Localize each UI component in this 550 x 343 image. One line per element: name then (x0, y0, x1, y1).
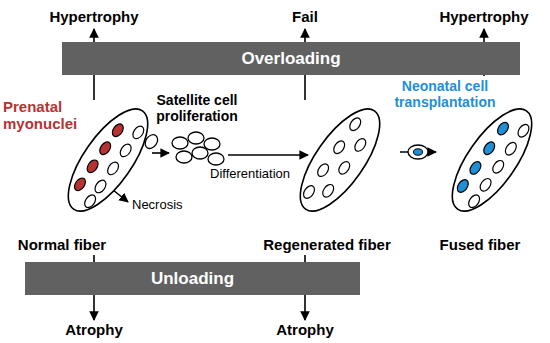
fiber-name: Regenerated fiber (263, 236, 391, 254)
myonucleus (331, 139, 346, 156)
myonuclei-label: Prenatal myonuclei (3, 98, 83, 132)
myonucleus (93, 178, 108, 195)
process-label: Necrosis (132, 196, 194, 214)
myonucleus (301, 184, 316, 201)
band-title: Overloading (241, 49, 340, 69)
condition-band: Unloading (25, 262, 360, 295)
myonucleus (468, 160, 483, 177)
myonucleus (98, 140, 113, 157)
outcome-label: Fail (250, 8, 360, 26)
myonucleus (478, 177, 493, 194)
muscle-fiber (286, 97, 394, 223)
myonucleus (315, 162, 330, 179)
myonucleus (82, 193, 97, 210)
outcome-label: Hypertrophy (39, 8, 149, 26)
myonucleus (455, 178, 470, 195)
myonucleus (110, 122, 125, 139)
fiber-node: Fused fiber (436, 90, 546, 254)
myonucleus (495, 120, 510, 137)
myonucleus (131, 124, 146, 141)
myonucleus (320, 182, 335, 199)
outcome-label: Atrophy (39, 321, 149, 339)
process-arrow (152, 152, 169, 154)
band-title: Unloading (151, 269, 234, 289)
myonucleus (482, 140, 497, 157)
condition-band: Overloading (62, 42, 520, 75)
outcome-label: Hypertrophy (429, 8, 539, 26)
fiber-outline (436, 90, 546, 254)
myonucleus (466, 193, 481, 210)
process-label: Neonatal cell transplantation (385, 78, 505, 110)
process-label: Satellite cell proliferation (142, 92, 252, 124)
necrosis-arrow (113, 190, 128, 202)
fiber-body (286, 97, 394, 223)
fiber-body (438, 97, 546, 223)
myonucleus (491, 158, 506, 175)
myonucleus (337, 160, 352, 177)
satellite-cell (143, 132, 161, 151)
myonucleus (85, 158, 100, 175)
myonucleus (353, 137, 368, 154)
outcome-label: Atrophy (250, 321, 360, 339)
myonucleus (118, 142, 133, 159)
myonucleus (503, 140, 518, 157)
myonucleus (72, 176, 87, 193)
process-label: Differentiation (200, 165, 300, 183)
process-arrow (228, 154, 308, 156)
neonatal-cell-body (408, 145, 428, 159)
muscle-fiber (438, 97, 546, 223)
neonatal-cell-nucleus (414, 149, 423, 155)
fiber-name: Normal fiber (18, 236, 106, 254)
satellite-cell-cluster (172, 132, 224, 165)
myonucleus (105, 160, 120, 177)
fiber-name: Fused fiber (440, 236, 521, 254)
myonucleus (348, 116, 363, 133)
myonucleus (516, 122, 531, 139)
